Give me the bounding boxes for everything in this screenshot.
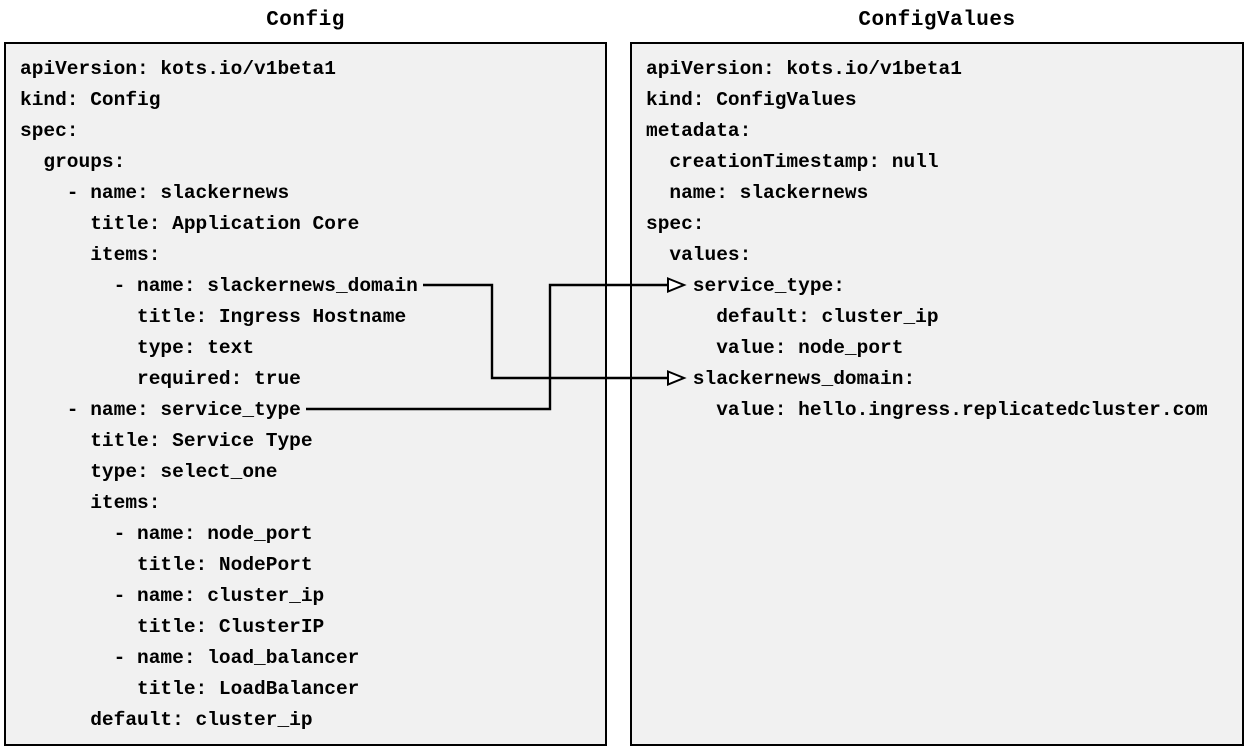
configvalues-panel: apiVersion: kots.io/v1beta1 kind: Config… — [630, 42, 1244, 746]
configvalues-yaml-code: apiVersion: kots.io/v1beta1 kind: Config… — [646, 58, 1208, 421]
config-panel-title: Config — [266, 9, 345, 32]
configvalues-panel-title: ConfigValues — [858, 9, 1016, 32]
config-yaml-code: apiVersion: kots.io/v1beta1 kind: Config… — [20, 58, 418, 731]
config-panel: apiVersion: kots.io/v1beta1 kind: Config… — [4, 42, 607, 746]
